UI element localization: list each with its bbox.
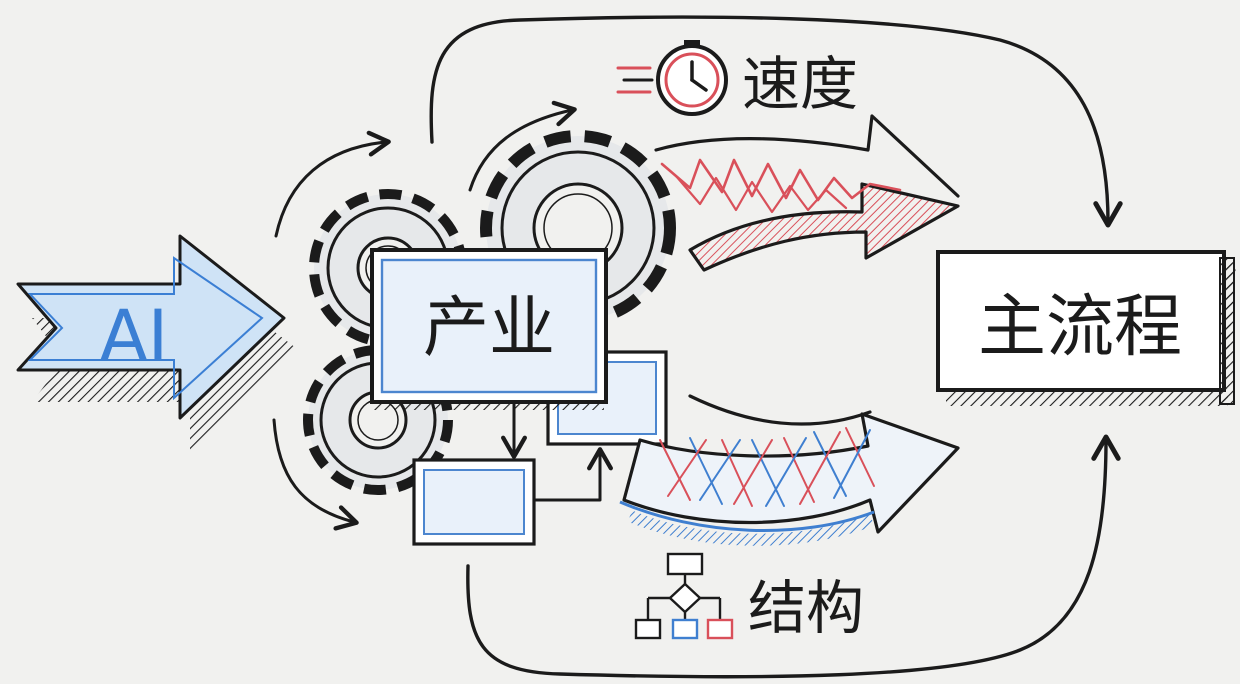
structure-arrow [619, 394, 960, 546]
main-process-box [936, 250, 1236, 406]
clock-icon [656, 40, 728, 116]
speed-arrow [654, 114, 960, 272]
structure-label: 结构 [748, 574, 864, 642]
industry-label: 产业 [423, 289, 555, 366]
connector-arrow [534, 447, 613, 502]
ai-label: AI [100, 295, 169, 377]
industry-box [370, 248, 608, 410]
bottom-loop-arrow [466, 434, 1121, 679]
orbit-arrow-top-left [274, 130, 391, 238]
speed-lines [616, 66, 654, 94]
flowchart-icon [634, 552, 734, 640]
orbit-arrow-top-right [468, 100, 577, 192]
subprocess-box [412, 458, 536, 546]
ai-input-arrow [16, 234, 296, 450]
top-loop-arrow [429, 15, 1123, 228]
orbit-arrow-bottom-left [272, 418, 359, 531]
speed-label: 速度 [742, 50, 858, 118]
main-process-label: 主流程 [978, 288, 1182, 367]
